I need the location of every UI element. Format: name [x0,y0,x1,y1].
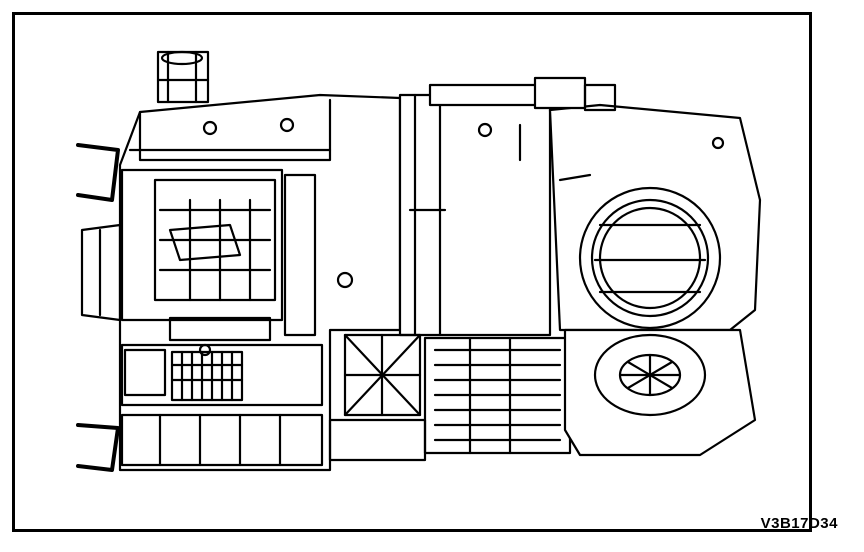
figure-code: V3B17D34 [760,515,838,532]
top-pipe-stub [156,50,210,104]
lower-left-grille [120,343,324,467]
lower-center-grilles [328,333,572,462]
heater-core-opening [120,168,354,342]
left-housing [76,93,402,472]
blower-housing [533,76,762,332]
blower-motor [563,328,757,457]
evaporator-case [398,83,552,337]
